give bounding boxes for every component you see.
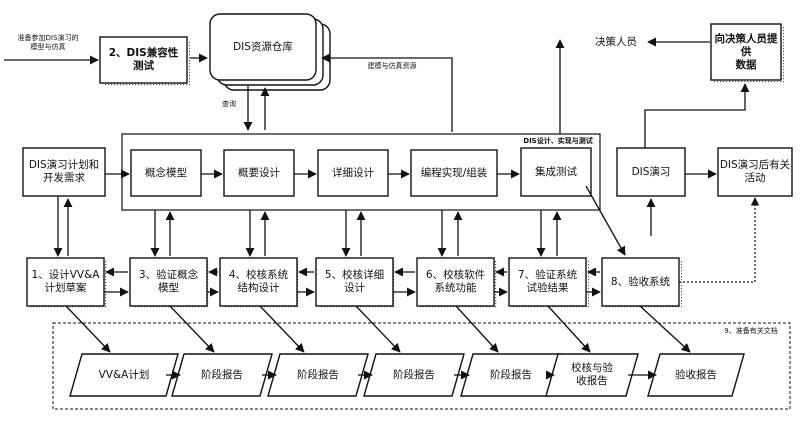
vva-step-5: 5、校核详细 设计 [324, 269, 385, 294]
integration-test-label: 集成测试 [535, 165, 577, 178]
doc-vva-plan: VV&A计划 [98, 368, 150, 381]
repository-stack [209, 13, 331, 91]
vva-step-3: 3、验证概念 模型 [138, 269, 199, 294]
query-label: 查询 [222, 99, 236, 108]
vva-step-8: 8、验收系统 [610, 275, 671, 288]
dev-boxes [22, 147, 793, 197]
provide-data-label: 向决策人员提供 数据 [714, 32, 778, 71]
doc-stage-report-2: 阶段报告 [297, 368, 339, 381]
doc-stage-report-1: 阶段报告 [201, 368, 243, 381]
prep-note: 准备参加DIS演习的 模型与仿真 [17, 34, 79, 51]
implementation-label: 编程实现/组装 [420, 166, 488, 179]
docs-frame [52, 322, 791, 410]
vva-boxes [26, 257, 680, 307]
doc-stage-report-3: 阶段报告 [393, 368, 435, 381]
vva-step-6: 6、校核软件 系统功能 [425, 269, 486, 294]
build-resources-label: 建模与仿真资源 [367, 61, 417, 70]
compat-test-box [99, 36, 190, 86]
decision-makers-label: 决策人员 [595, 35, 637, 48]
doc-shapes [69, 353, 745, 397]
prelim-design-label: 概要设计 [238, 166, 280, 179]
provide-data-box [710, 23, 784, 83]
feedback-dotted-arrow [679, 197, 760, 283]
arrows [4, 37, 750, 380]
docs-title: 9、准备有关文档 [724, 327, 778, 335]
requirements-label: DIS演习计划和 开发需求 [28, 159, 100, 184]
vva-step-1: 1、设计VV&A 计划草案 [31, 269, 100, 294]
compat-test-label: 2、DIS兼容性 测试 [108, 47, 179, 72]
doc-verify-accept-report: 校核与验 收报告 [571, 362, 613, 387]
concept-model-label: 概念模型 [145, 166, 187, 179]
dis-exercise-label: DIS演习 [631, 165, 671, 178]
post-activities-label: DIS演习后有关 活动 [719, 159, 791, 184]
vva-step-7: 7、验证系统 试验结果 [517, 269, 578, 294]
repository-label: DIS资源仓库 [233, 40, 293, 53]
vva-step-4: 4、校核系统 结构设计 [228, 269, 289, 294]
doc-acceptance-report: 验收报告 [675, 368, 717, 381]
doc-stage-report-4: 阶段报告 [490, 368, 532, 381]
detailed-design-label: 详细设计 [332, 166, 374, 179]
dev-group-title: DIS设计、实现与测试 [523, 137, 593, 145]
